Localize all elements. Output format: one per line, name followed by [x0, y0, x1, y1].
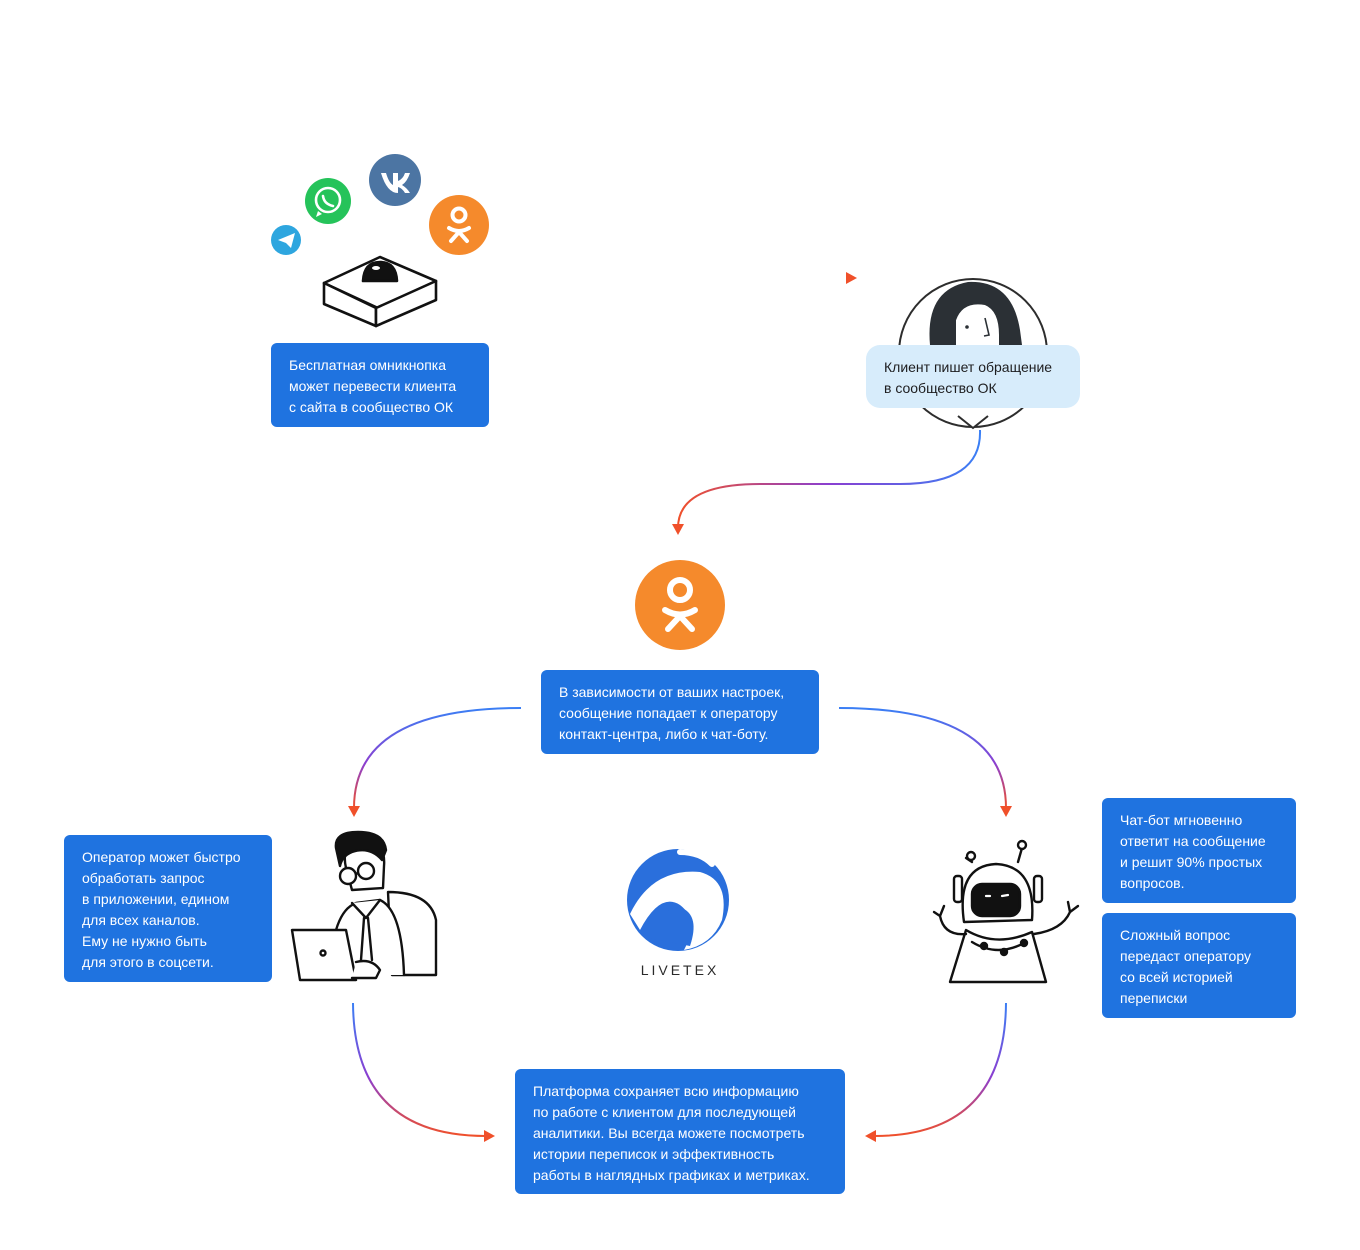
chat-bot-icon [932, 839, 1080, 984]
platform-description: Платформа сохраняет всю информацию по ра… [515, 1069, 845, 1194]
omnibutton-description: Бесплатная омникнопка может перевести кл… [271, 343, 489, 427]
routing-description: В зависимости от ваших настроек, сообщен… [541, 670, 819, 754]
livetex-brand-name: LIVETEX [640, 962, 720, 978]
operator-description: Оператор может быстро обработать запрос … [64, 835, 272, 982]
arrow-routing-to-operator [348, 707, 522, 817]
ok-hub-icon [635, 560, 725, 650]
omnibutton-icon [322, 255, 438, 328]
ok-icon [429, 195, 489, 255]
arrow-client-to-ok [672, 429, 982, 535]
operator-man-icon [290, 830, 438, 982]
arrow-routing-to-bot [838, 707, 1012, 817]
client-message-bubble: Клиент пишет обращение в сообщество ОК [866, 345, 1080, 408]
vk-icon [369, 154, 421, 206]
livetex-logo-icon [627, 849, 729, 951]
arrow-bot-to-platform [865, 1002, 1007, 1142]
bot-answer-description: Чат-бот мгновенно ответит на сообщение и… [1102, 798, 1296, 903]
telegram-icon [271, 225, 301, 255]
bot-handoff-description: Сложный вопрос передаст оператору со все… [1102, 913, 1296, 1018]
whatsapp-icon [305, 178, 351, 224]
arrow-operator-to-platform [352, 1002, 495, 1142]
arrow-omnibutton-to-client [503, 272, 857, 284]
